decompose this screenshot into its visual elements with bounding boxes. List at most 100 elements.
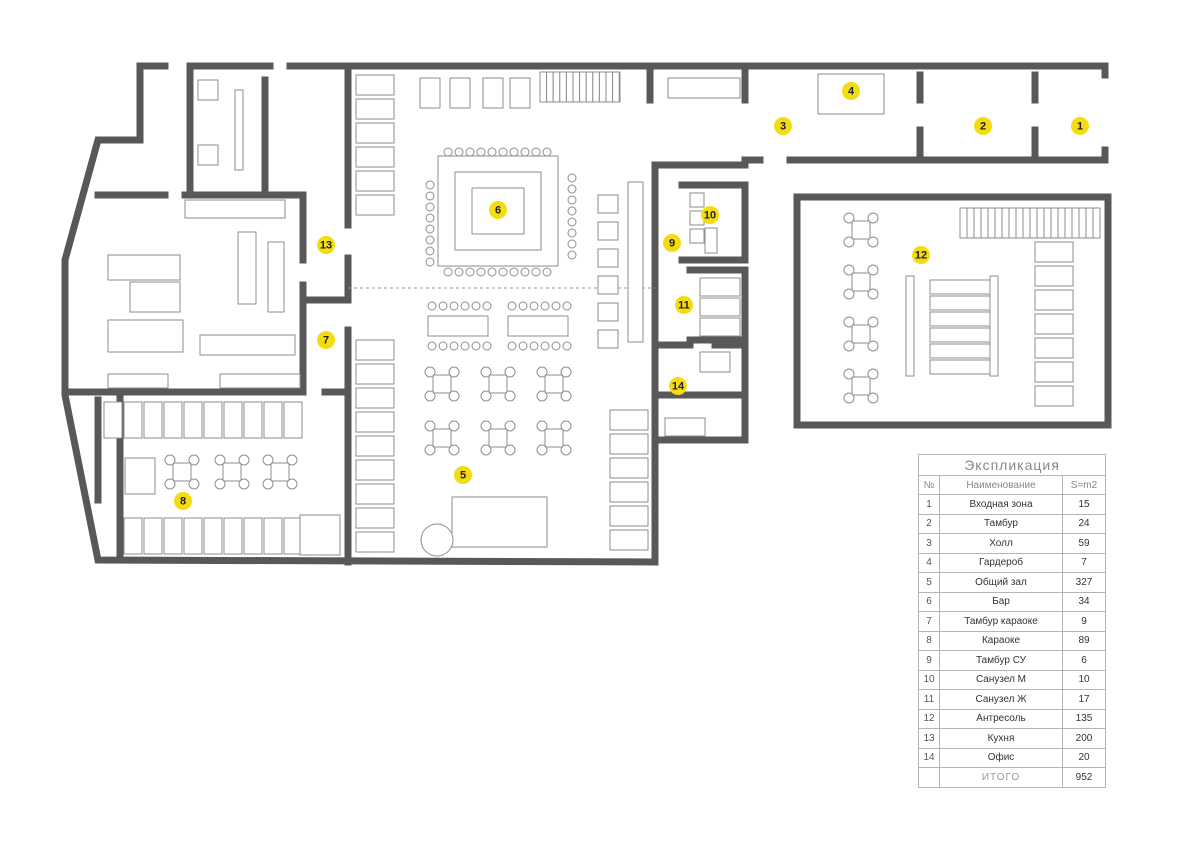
chair — [567, 173, 577, 183]
stair-step — [579, 71, 587, 103]
chair — [518, 341, 528, 351]
row-name: Тамбур караоке — [939, 611, 1063, 632]
chair — [567, 239, 577, 249]
room-marker: 4 — [842, 82, 860, 100]
chair — [425, 213, 435, 223]
row-area: 15 — [1062, 494, 1106, 515]
chair — [448, 366, 460, 378]
row-area: 9 — [1062, 611, 1106, 632]
row-area: 34 — [1062, 591, 1106, 612]
row-num: 3 — [918, 533, 940, 554]
sink — [689, 192, 705, 208]
chair — [427, 301, 437, 311]
room-marker: 11 — [675, 296, 693, 314]
desk — [664, 417, 706, 437]
chair — [536, 390, 548, 402]
room-number: 4 — [848, 86, 855, 98]
room-number: 1 — [1077, 121, 1083, 133]
marker-dot — [669, 377, 687, 395]
table — [851, 272, 871, 292]
row-area: 89 — [1062, 630, 1106, 651]
table-title: Экспликация — [918, 454, 1106, 476]
sofa — [609, 505, 649, 527]
room-marker: 8 — [174, 492, 192, 510]
chair — [504, 390, 516, 402]
chair — [471, 341, 481, 351]
table — [432, 428, 452, 448]
chair — [482, 301, 492, 311]
chair — [449, 301, 459, 311]
chair — [448, 444, 460, 456]
stair-step — [1071, 207, 1080, 239]
room-number: 10 — [704, 210, 716, 222]
marker-dot — [974, 117, 992, 135]
counter — [627, 181, 644, 343]
chair — [867, 288, 879, 300]
sofa — [123, 401, 143, 439]
col-header-name: Наименование — [939, 475, 1063, 495]
col-header-num: № — [918, 475, 940, 495]
chair — [448, 420, 460, 432]
sofa — [123, 517, 143, 555]
sofa — [1034, 241, 1074, 263]
total-num — [918, 767, 940, 788]
chair — [425, 180, 435, 190]
marker-dot — [842, 82, 860, 100]
sofa — [355, 170, 395, 192]
partition — [234, 89, 244, 171]
stall — [699, 277, 741, 297]
row-area: 200 — [1062, 728, 1106, 749]
row-area: 7 — [1062, 552, 1106, 573]
sofa — [609, 457, 649, 479]
stair-step — [973, 207, 982, 239]
booth — [597, 248, 619, 268]
sofa — [103, 401, 123, 439]
chair — [567, 250, 577, 260]
stair-step — [598, 71, 607, 103]
stair-step — [539, 71, 548, 103]
chair — [188, 454, 200, 466]
room-marker: 1 — [1071, 117, 1089, 135]
chair — [536, 444, 548, 456]
row-num: 9 — [918, 650, 940, 671]
table — [929, 311, 991, 327]
chair — [542, 267, 552, 277]
chair — [480, 366, 492, 378]
chair — [448, 390, 460, 402]
marker-dot — [454, 466, 472, 484]
stair-step — [592, 71, 600, 103]
room-number: 3 — [780, 121, 786, 133]
chair — [560, 444, 572, 456]
sofa — [355, 122, 395, 144]
row-area: 327 — [1062, 572, 1106, 593]
chair — [562, 341, 572, 351]
sofa — [609, 433, 649, 455]
booth — [597, 275, 619, 295]
chair — [480, 420, 492, 432]
chair — [476, 267, 486, 277]
row-name: Караоке — [939, 630, 1063, 651]
sofa — [1034, 265, 1074, 287]
chair — [471, 301, 481, 311]
stair-step — [1008, 207, 1017, 239]
chair — [480, 444, 492, 456]
chair — [843, 212, 855, 224]
sofa — [183, 517, 203, 555]
table — [270, 462, 290, 482]
booth — [597, 302, 619, 322]
chair — [509, 267, 519, 277]
chair — [507, 341, 517, 351]
chair — [504, 366, 516, 378]
row-name: Антресоль — [939, 708, 1063, 729]
chair — [262, 478, 274, 490]
chair — [476, 147, 486, 157]
sofa — [243, 401, 263, 439]
chair — [425, 246, 435, 256]
chair — [867, 392, 879, 404]
chair — [567, 184, 577, 194]
chair — [425, 235, 435, 245]
